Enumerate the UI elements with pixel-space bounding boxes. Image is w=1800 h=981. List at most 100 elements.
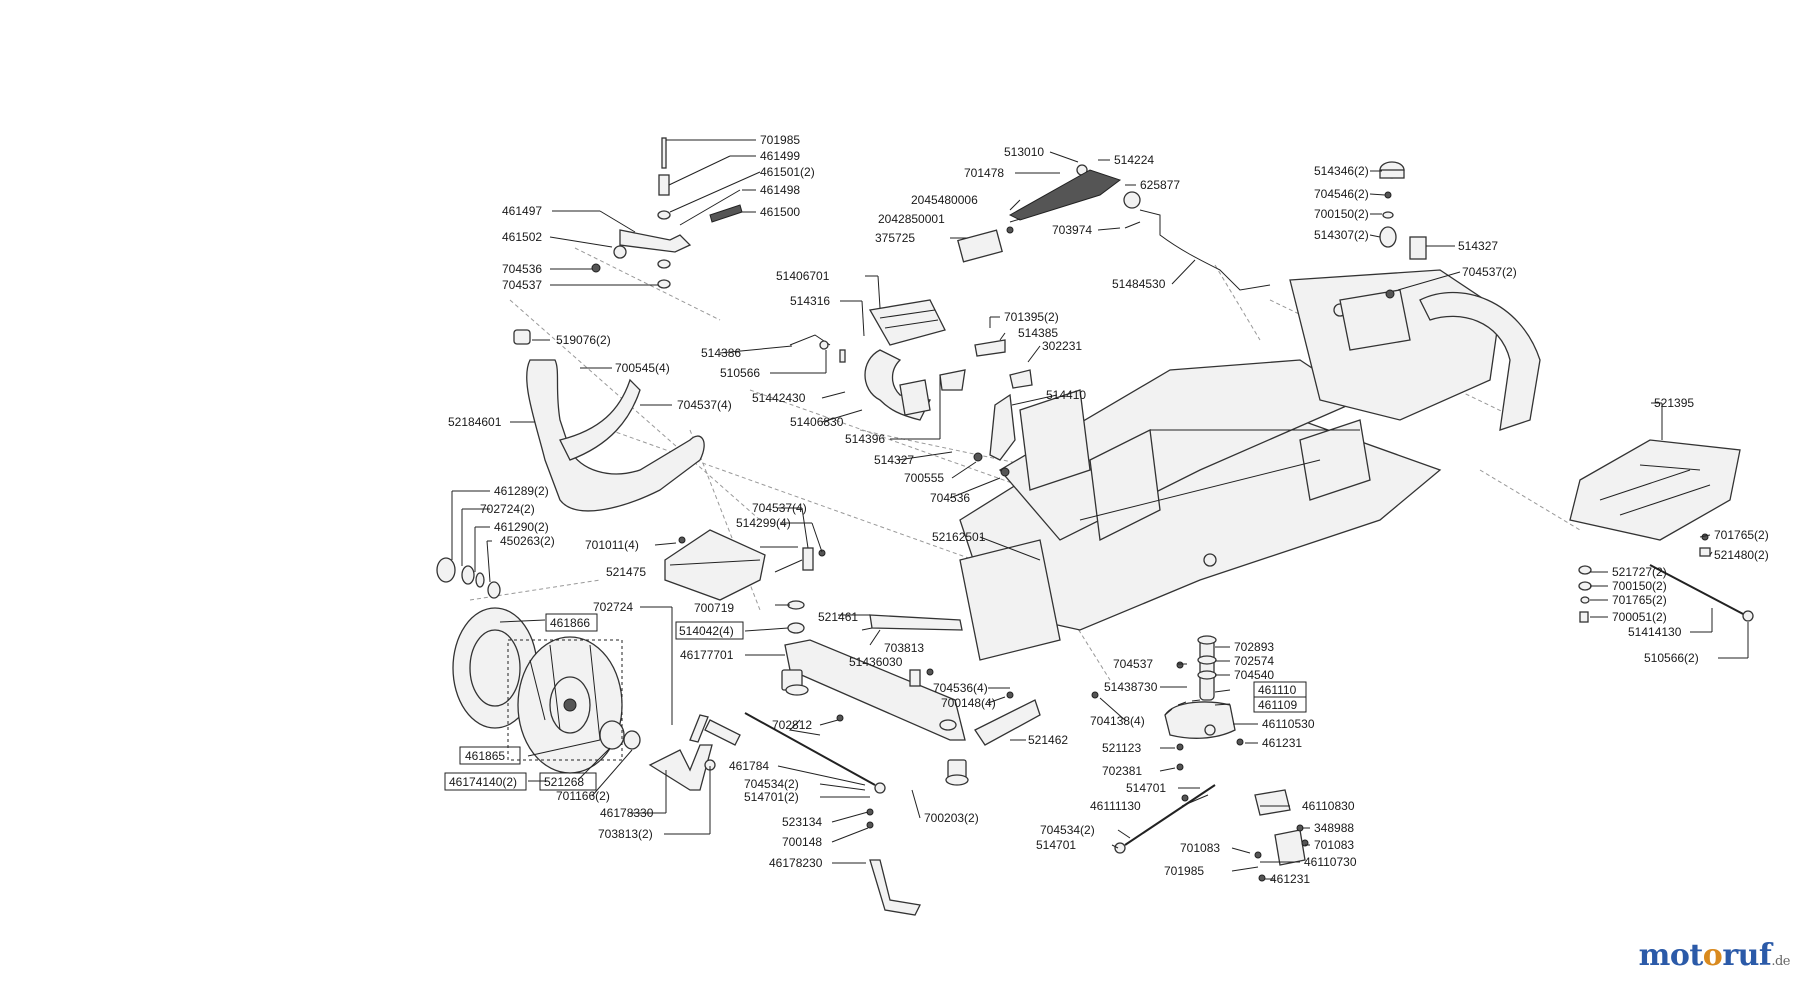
part-label: 461497 — [502, 204, 542, 218]
part-label: 461865 — [465, 749, 505, 763]
part-label: 461109 — [1258, 698, 1297, 712]
part-label: 704537(2) — [1462, 265, 1517, 279]
part-label: 701765(2) — [1612, 593, 1667, 607]
part-label: 461110 — [1258, 683, 1297, 697]
part-label: 51442430 — [752, 391, 806, 405]
part-label: 514316 — [790, 294, 830, 308]
part-labels: 701985 461499 461501(2) 461498 461500 46… — [448, 133, 1769, 886]
bracket-parts — [939, 339, 1033, 477]
part-label: 701083 — [1180, 841, 1220, 855]
part-label: 701083 — [1314, 838, 1354, 852]
part-label: 701478 — [964, 166, 1004, 180]
part-label: 510566 — [720, 366, 760, 380]
part-label: 703813(2) — [598, 827, 653, 841]
part-label: 510566(2) — [1644, 651, 1699, 665]
part-label: 625877 — [1140, 178, 1180, 192]
part-label: 704546(2) — [1314, 187, 1369, 201]
part-label: 701765(2) — [1714, 528, 1769, 542]
part-label: 46178230 — [769, 856, 823, 870]
tie-rods — [744, 712, 1216, 854]
part-label: 348988 — [1314, 821, 1354, 835]
brand-logo: motoruf.de — [1638, 938, 1791, 973]
part-label: 700203(2) — [924, 811, 979, 825]
part-label: 521480(2) — [1714, 548, 1769, 562]
part-label: 704540 — [1234, 668, 1274, 682]
part-label: 461289(2) — [494, 484, 549, 498]
part-label: 461784 — [729, 759, 769, 773]
part-label: 704537 — [502, 278, 542, 292]
part-label: 700150(2) — [1314, 207, 1369, 221]
part-label: 521123 — [1102, 741, 1141, 755]
part-label: 461501(2) — [760, 165, 815, 179]
chassis-frame — [959, 269, 1541, 661]
part-label: 461502 — [502, 230, 542, 244]
part-label: 461290(2) — [494, 520, 549, 534]
part-label: 2042850001 — [878, 212, 945, 226]
part-label: 700051(2) — [1612, 610, 1667, 624]
front-bumper — [513, 329, 705, 512]
part-label: 704534(2) — [1040, 823, 1095, 837]
part-label: 702381 — [1102, 764, 1142, 778]
part-label: 46110730 — [1304, 855, 1357, 869]
part-label: 51414130 — [1628, 625, 1682, 639]
part-label: 461499 — [760, 149, 800, 163]
part-label: 700719 — [694, 601, 734, 615]
leader-lines — [451, 139, 1749, 880]
part-label: 702812 — [772, 718, 812, 732]
part-label: 514701(2) — [744, 790, 799, 804]
part-label: 51406701 — [776, 269, 830, 283]
part-label: 704536 — [930, 491, 970, 505]
part-label: 704537(4) — [752, 501, 807, 515]
part-label: 461498 — [760, 183, 800, 197]
part-label: 521727(2) — [1612, 565, 1667, 579]
part-label: 52162501 — [932, 530, 986, 544]
part-label: 514385 — [1018, 326, 1058, 340]
part-label: 461500 — [760, 205, 800, 219]
part-label: 519076(2) — [556, 333, 611, 347]
part-label: 704536 — [502, 262, 542, 276]
steering-sector — [1091, 635, 1309, 882]
part-label: 521461 — [818, 610, 858, 624]
part-label: 521475 — [606, 565, 646, 579]
part-label: 700555 — [904, 471, 944, 485]
part-label: 514701 — [1126, 781, 1166, 795]
part-label: 46177701 — [680, 648, 734, 662]
part-label: 701395(2) — [1004, 310, 1059, 324]
part-label: 700148 — [782, 835, 822, 849]
part-label: 701011(4) — [585, 538, 639, 552]
part-label: 521268 — [544, 775, 584, 789]
part-label: 514307(2) — [1314, 228, 1369, 242]
part-label: 521395 — [1654, 396, 1694, 410]
part-label: 514701 — [1036, 838, 1076, 852]
rear-washers — [1578, 533, 1711, 623]
part-label: 514386 — [701, 346, 741, 360]
part-label: 461231 — [1262, 736, 1302, 750]
part-label: 2045480006 — [911, 193, 978, 207]
foot-pedal — [789, 299, 946, 421]
part-label: 514042(4) — [679, 624, 734, 638]
part-label: 51484530 — [1112, 277, 1166, 291]
part-label: 702724(2) — [480, 502, 535, 516]
part-label: 704138(4) — [1090, 714, 1145, 728]
part-label: 702724 — [593, 600, 633, 614]
part-label: 702893 — [1234, 640, 1274, 654]
shift-lever-assembly — [957, 164, 1271, 291]
part-label: 514396 — [845, 432, 885, 446]
part-label: 703974 — [1052, 223, 1092, 237]
spindles — [648, 714, 921, 916]
part-label: 51438730 — [1104, 680, 1158, 694]
part-label: 700150(2) — [1612, 579, 1667, 593]
part-label: 701166(2) — [556, 789, 610, 803]
part-label: 514327 — [1458, 239, 1498, 253]
part-label: 703813 — [884, 641, 924, 655]
part-label: 514327 — [874, 453, 914, 467]
part-label: 704537(4) — [677, 398, 732, 412]
part-label: 51436030 — [849, 655, 903, 669]
part-label: 701985 — [1164, 864, 1204, 878]
part-label: 450263(2) — [500, 534, 555, 548]
part-label: 704534(2) — [744, 777, 799, 791]
part-label: 702574 — [1234, 654, 1274, 668]
part-label: 514410 — [1046, 388, 1086, 402]
tank-cap-parts — [1379, 161, 1427, 299]
